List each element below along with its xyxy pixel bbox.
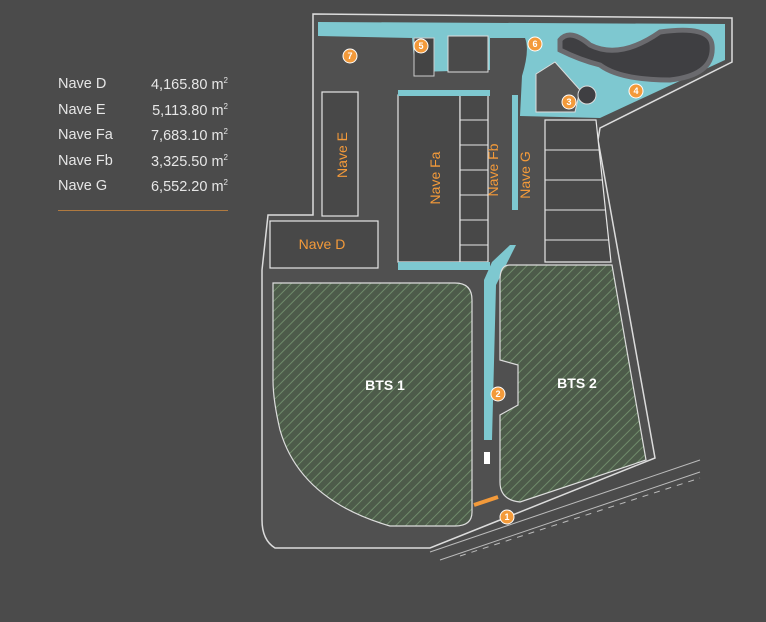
unit-sup: 2 — [223, 127, 228, 136]
unit-sup: 2 — [223, 76, 228, 85]
unit-sup: 2 — [223, 152, 228, 162]
svg-text:3: 3 — [566, 97, 571, 107]
svg-text:6: 6 — [532, 39, 537, 49]
legend-row-nave-fb: Nave Fb 3,325.50 m2 — [58, 153, 228, 179]
building-nave-d — [269, 220, 379, 269]
legend-divider — [58, 209, 228, 211]
legend-name: Nave E — [58, 101, 106, 118]
svg-text:2: 2 — [495, 389, 500, 399]
legend-row-nave-fa: Nave Fa 7,683.10 m2 — [58, 127, 228, 153]
building-label-nave-e: Nave E — [334, 132, 350, 178]
legend-area: 6,552.20 m — [150, 178, 224, 195]
legend-row-nave-d: Nave D 4,165.80 m2 — [58, 76, 228, 102]
plot-label-bts2: BTS 2 — [557, 375, 597, 391]
highway — [429, 459, 701, 561]
svg-text:7: 7 — [347, 51, 352, 61]
svg-text:1: 1 — [504, 512, 509, 522]
legend-name: Nave Fa — [58, 127, 113, 143]
marker-5[interactable]: 5 — [413, 38, 429, 54]
building-nave-e — [321, 91, 359, 217]
legend-area: 4,165.80 m — [150, 76, 224, 93]
marker-1[interactable]: 1 — [499, 509, 515, 525]
marker-7[interactable]: 7 — [342, 48, 358, 64]
legend-area: 5,113.80 m — [152, 102, 224, 119]
unit-sup: 2 — [223, 101, 228, 111]
marker-3[interactable]: 3 — [561, 94, 577, 110]
track-loop — [557, 27, 715, 83]
legend-row-nave-e: Nave E 5,113.80 m2 — [58, 102, 228, 128]
building-label-nave-d: Nave D — [299, 236, 346, 252]
marker-4[interactable]: 4 — [628, 83, 644, 99]
plot-label-bts1: BTS 1 — [365, 377, 405, 393]
central-road-water — [512, 95, 518, 210]
legend-name: Nave D — [58, 76, 107, 92]
access-road — [473, 495, 499, 507]
plot-bts2 — [499, 264, 647, 503]
svg-text:5: 5 — [418, 41, 423, 51]
legend-row-nave-g: Nave G 6,552.20 m2 — [58, 178, 228, 204]
building-label-nave-fb: Nave Fb — [485, 143, 501, 196]
svg-text:4: 4 — [633, 86, 638, 96]
legend-area: 7,683.10 m — [150, 127, 224, 144]
legend-area: 3,325.50 m — [150, 153, 224, 170]
legend-name: Nave Fb — [58, 152, 113, 169]
unit-sup: 2 — [223, 178, 228, 187]
marker-6[interactable]: 6 — [527, 36, 543, 52]
building-nave-g — [544, 119, 612, 263]
building-label-nave-g: Nave G — [517, 151, 533, 198]
roundabout — [577, 85, 597, 105]
building-label-nave-fa: Nave Fa — [427, 151, 443, 204]
parking-block — [447, 35, 489, 73]
gate — [484, 452, 490, 464]
plot-bts1 — [272, 282, 473, 527]
legend-name: Nave G — [58, 178, 108, 194]
building-nave-fb — [459, 94, 489, 263]
marker-2[interactable]: 2 — [490, 386, 506, 402]
building-bays — [460, 119, 609, 246]
